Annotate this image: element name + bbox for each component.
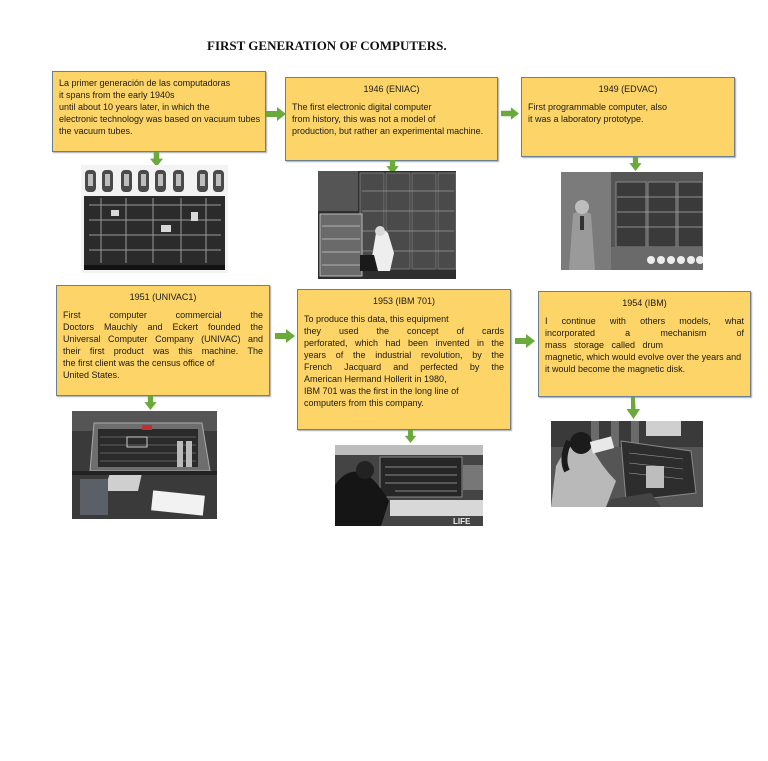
text-line: electronic technology was based on vacuu…	[59, 114, 261, 124]
edvac-text: First programmable computer, also it was…	[528, 101, 728, 125]
arrow-right-icon	[501, 107, 519, 120]
arrow-right-icon	[515, 334, 535, 348]
univac-box: 1951 (UNIVAC1) First computer commercial…	[56, 285, 270, 396]
text-line: their first product was this machine. Th…	[63, 346, 263, 356]
text-line: magnetic, which would evolve over the ye…	[545, 352, 742, 362]
ibm701-heading: 1953 (IBM 701)	[372, 296, 436, 306]
ibm701-text: To produce this data, this equipment the…	[304, 313, 504, 409]
arrow-down-icon	[386, 160, 399, 174]
text-line: until about 10 years later, in which the	[59, 102, 210, 112]
text-line: the first client was the census office o…	[63, 358, 215, 368]
ibm701-photo: LIFE	[335, 445, 483, 526]
text-line: years of the industrial revolution, by t…	[304, 350, 504, 360]
univac-photo	[72, 411, 217, 519]
arrow-down-icon	[150, 152, 163, 167]
arrow-right-icon	[275, 329, 295, 343]
eniac-photo	[318, 171, 456, 279]
text-line: incorporated a mechanism of	[545, 328, 744, 338]
text-line: production, but rather an experimental m…	[292, 126, 484, 136]
text-line: it spans from the early 1940s	[59, 90, 175, 100]
text-line: mass storage called drum	[545, 340, 664, 350]
text-line: United States.	[63, 370, 120, 380]
text-line: The first electronic digital computer	[292, 102, 432, 112]
text-line: To produce this data, this equipment	[304, 314, 449, 324]
text-line: from history, this was not a model of	[292, 114, 436, 124]
arrow-down-icon	[144, 396, 157, 410]
intro-text: La primer generación de las computadoras…	[59, 77, 261, 137]
text-line: American Hermand Hollerit in 1980,	[304, 374, 447, 384]
arrow-down-icon	[626, 397, 640, 419]
arrow-down-icon	[629, 157, 642, 171]
text-line: I continue with others models, what	[545, 316, 744, 326]
eniac-box: 1946 (ENIAC) The first electronic digita…	[285, 77, 498, 161]
ibm1954-heading: 1954 (IBM)	[622, 298, 667, 308]
text-line: it was a laboratory prototype.	[528, 114, 644, 124]
ibm1954-text: I continue with others models, what inco…	[545, 315, 744, 375]
text-line: it would become the magnetic disk.	[545, 364, 686, 374]
text-line: IBM 701 was the first in the long line o…	[304, 386, 459, 396]
edvac-photo	[561, 172, 703, 270]
text-line: they used the concept of cards	[304, 326, 504, 336]
life-caption: LIFE	[453, 517, 471, 526]
univac-heading: 1951 (UNIVAC1)	[129, 292, 197, 302]
text-line: First computer commercial the	[63, 310, 263, 320]
ibm1954-photo	[551, 421, 703, 507]
ibm701-box: 1953 (IBM 701) To produce this data, thi…	[297, 289, 511, 430]
edvac-heading: 1949 (EDVAC)	[598, 84, 658, 94]
text-line: perforated, which had been invented in t…	[304, 338, 504, 348]
arrow-down-icon	[404, 430, 417, 443]
univac-text: First computer commercial the Doctors Ma…	[63, 309, 263, 381]
text-line: Universal Computer Company (UNIVAC) and	[63, 334, 263, 344]
vacuum-tubes-photo	[81, 165, 228, 273]
text-line: Doctors Mauchly and Eckert founded the	[63, 322, 263, 332]
text-line: La primer generación de las computadoras	[59, 78, 231, 88]
text-line: computers from this company.	[304, 398, 424, 408]
intro-box: La primer generación de las computadoras…	[52, 71, 266, 152]
text-line: First programmable computer, also	[528, 102, 668, 112]
eniac-heading: 1946 (ENIAC)	[363, 84, 420, 94]
text-line: the vacuum tubes.	[59, 126, 133, 136]
arrow-right-icon	[266, 107, 286, 121]
page-title: FIRST GENERATION OF COMPUTERS.	[207, 38, 447, 53]
edvac-box: 1949 (EDVAC) First programmable computer…	[521, 77, 735, 157]
ibm1954-box: 1954 (IBM) I continue with others models…	[538, 291, 751, 397]
eniac-text: The first electronic digital computer fr…	[292, 101, 491, 137]
text-line: French Jacquard and perfected by the	[304, 362, 504, 372]
